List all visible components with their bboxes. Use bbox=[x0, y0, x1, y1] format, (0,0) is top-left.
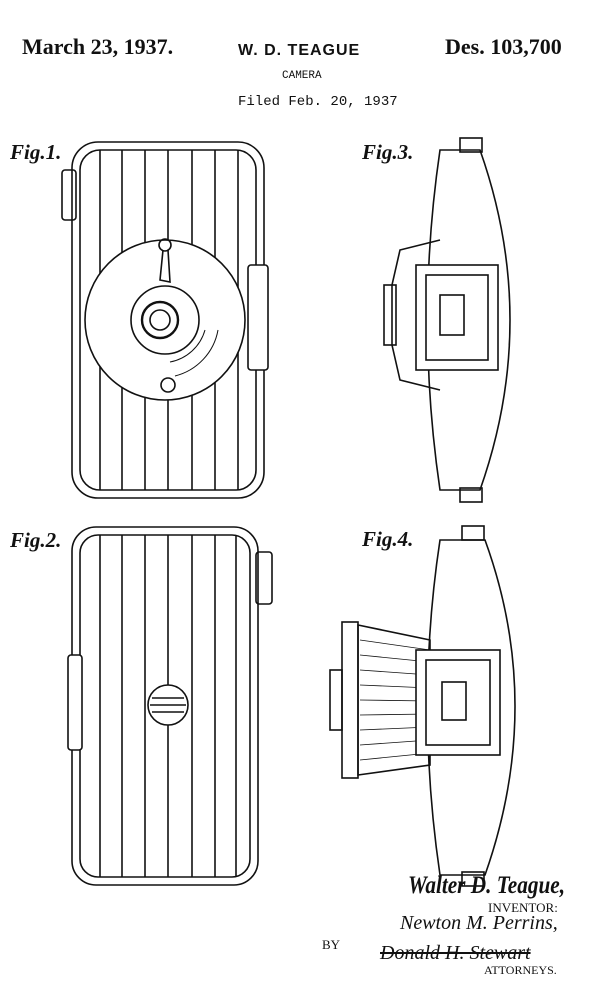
patent-date: March 23, 1937. bbox=[22, 34, 174, 59]
inventor-caption: INVENTOR: bbox=[488, 900, 558, 915]
attorney-signature-2: Donald H. Stewart bbox=[380, 942, 531, 964]
attorneys-caption: ATTORNEYS. bbox=[484, 963, 557, 977]
figure-3-label: Fig.3. bbox=[362, 140, 414, 164]
figure-1-label: Fig.1. bbox=[10, 140, 62, 164]
attorney-signature-1: Newton M. Perrins, bbox=[400, 912, 558, 934]
patent-title: CAMERA bbox=[282, 70, 322, 82]
inventor-name: W. D. TEAGUE bbox=[238, 42, 361, 59]
by-label: BY bbox=[322, 937, 341, 952]
inventor-signature: Walter D. Teague, bbox=[408, 872, 566, 899]
fig1-front-view bbox=[61, 141, 269, 499]
fig3-side-view bbox=[383, 137, 511, 503]
patent-number: Des. 103,700 bbox=[445, 34, 562, 59]
filed-date: Filed Feb. 20, 1937 bbox=[238, 94, 398, 110]
fig2-back-view bbox=[67, 526, 273, 886]
figure-4-label: Fig.4. bbox=[362, 527, 414, 551]
fig4-extended-view bbox=[329, 525, 516, 887]
figure-2-label: Fig.2. bbox=[10, 528, 62, 552]
